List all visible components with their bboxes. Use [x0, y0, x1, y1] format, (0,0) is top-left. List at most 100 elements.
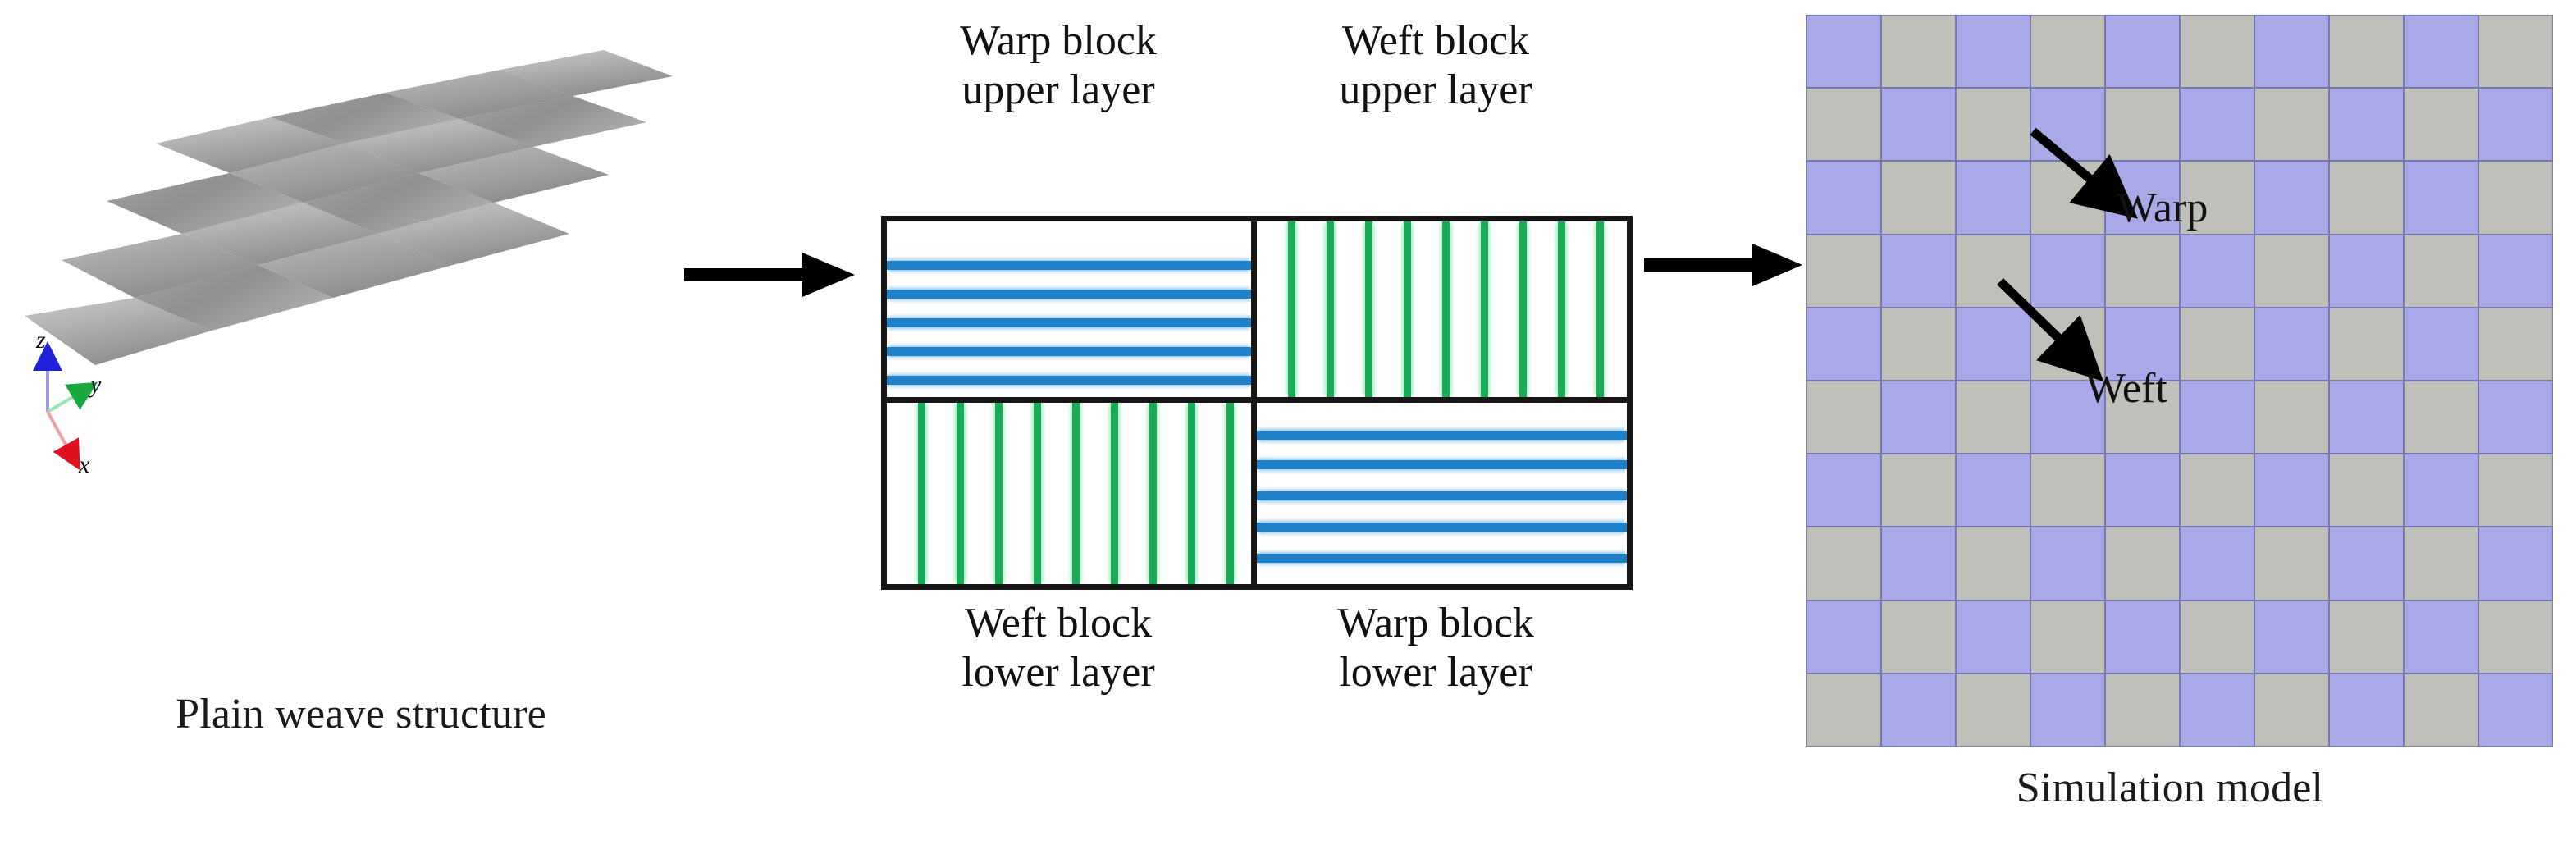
warp-cell — [2030, 88, 2105, 162]
warp-cell — [2030, 527, 2105, 601]
panel-simulation-model: Warp Weft Simulation model — [1764, 0, 2576, 854]
label-line-1: Warp block — [960, 17, 1157, 64]
weft-cell — [2254, 527, 2329, 601]
panel-plain-weave: z y x Plain weave structure — [0, 0, 722, 854]
weft-cell — [1881, 15, 1956, 89]
weft-cell — [1956, 527, 2030, 601]
yarn-line — [887, 290, 1251, 299]
weft-cell — [1806, 527, 1881, 601]
yarn-line — [1257, 460, 1627, 469]
warp-cell — [1881, 234, 1956, 308]
warp-cell — [2030, 380, 2105, 454]
axis-triad: z y x — [25, 320, 189, 484]
weft-cell — [1806, 234, 1881, 308]
plain-weave-render — [25, 45, 681, 390]
warp-cell — [2180, 88, 2254, 162]
simulation-checkerboard — [1806, 15, 2553, 747]
warp-cell — [2030, 673, 2105, 747]
axis-label-y: y — [88, 371, 102, 398]
weft-cell — [2478, 15, 2553, 89]
caption-plain-weave: Plain weave structure — [176, 691, 546, 738]
weft-cell — [2478, 307, 2553, 381]
warp-cell — [2478, 673, 2553, 747]
panel-block-decomposition: Warp block upper layer Weft block upper … — [820, 0, 1723, 854]
warp-cell — [1881, 673, 1956, 747]
quadrant-weft-block-upper-layer — [1257, 221, 1627, 403]
weft-cell — [2105, 88, 2180, 162]
weft-cell — [2105, 527, 2180, 601]
warp-cell — [1806, 161, 1881, 235]
yarn-line — [918, 403, 925, 584]
yarn-line — [887, 318, 1251, 327]
label-weft-block-upper-layer: Weft block upper layer — [1247, 16, 1624, 116]
warp-cell — [2105, 454, 2180, 527]
warp-cell — [1881, 380, 1956, 454]
warp-cell — [2478, 234, 2553, 308]
label-line-1: Weft block — [964, 600, 1153, 646]
yarn-line — [1188, 403, 1195, 584]
yarn-line — [1149, 403, 1157, 584]
weft-cell — [2404, 88, 2478, 162]
warp-cell — [1806, 454, 1881, 527]
weft-cell — [1881, 454, 1956, 527]
weft-cell — [1956, 673, 2030, 747]
warp-cell — [2105, 15, 2180, 89]
weft-cell — [2404, 234, 2478, 308]
yarn-line — [1257, 523, 1627, 532]
warp-cell — [1956, 15, 2030, 89]
warp-yarns-horizontal — [887, 221, 1251, 397]
yarn-line — [995, 403, 1003, 584]
warp-cell — [2404, 15, 2478, 89]
warp-yarns-horizontal — [1257, 403, 1627, 584]
warp-cell — [2329, 88, 2404, 162]
label-warp-block-upper-layer: Warp block upper layer — [870, 16, 1247, 116]
weft-cell — [1806, 380, 1881, 454]
warp-cell — [2404, 454, 2478, 527]
weft-cell — [1956, 234, 2030, 308]
warp-cell — [2105, 307, 2180, 381]
warp-cell — [2329, 527, 2404, 601]
weft-cell — [2478, 600, 2553, 674]
yarn-line — [957, 403, 964, 584]
weft-cell — [2329, 454, 2404, 527]
warp-cell — [2180, 527, 2254, 601]
label-line-1: Warp block — [1337, 600, 1534, 646]
axis-label-z: z — [35, 327, 46, 354]
warp-cell — [2180, 673, 2254, 747]
warp-cell — [2329, 673, 2404, 747]
warp-cell — [1956, 454, 2030, 527]
quadrant-weft-block-lower-layer — [887, 403, 1257, 584]
weft-cell — [2254, 88, 2329, 162]
block-decomposition-grid — [881, 216, 1633, 590]
warp-cell — [1881, 88, 1956, 162]
weft-cell — [2478, 454, 2553, 527]
weft-cell — [2030, 454, 2105, 527]
weft-cell — [1881, 161, 1956, 235]
warp-cell — [2329, 380, 2404, 454]
warp-cell — [2404, 600, 2478, 674]
weft-cell — [2329, 15, 2404, 89]
weft-cell — [1956, 380, 2030, 454]
weft-cell — [2030, 600, 2105, 674]
warp-cell — [1881, 527, 1956, 601]
weft-cell — [2404, 527, 2478, 601]
warp-cell — [2404, 161, 2478, 235]
weft-cell — [1881, 307, 1956, 381]
label-line-2: upper layer — [1339, 66, 1532, 114]
yarn-line — [1596, 221, 1604, 397]
weft-cell — [1881, 600, 1956, 674]
weft-cell — [2254, 673, 2329, 747]
weft-cell — [1806, 673, 1881, 747]
warp-cell — [2180, 380, 2254, 454]
weft-cell — [2404, 380, 2478, 454]
yarn-line — [1111, 403, 1118, 584]
label-line-2: lower layer — [961, 649, 1155, 696]
weft-yarns-vertical — [1257, 221, 1627, 397]
weave-tows — [25, 50, 673, 365]
warp-cell — [2478, 527, 2553, 601]
warp-cell — [1806, 600, 1881, 674]
weft-cell — [2180, 15, 2254, 89]
yarn-line — [1072, 403, 1080, 584]
yarn-line — [1481, 221, 1488, 397]
